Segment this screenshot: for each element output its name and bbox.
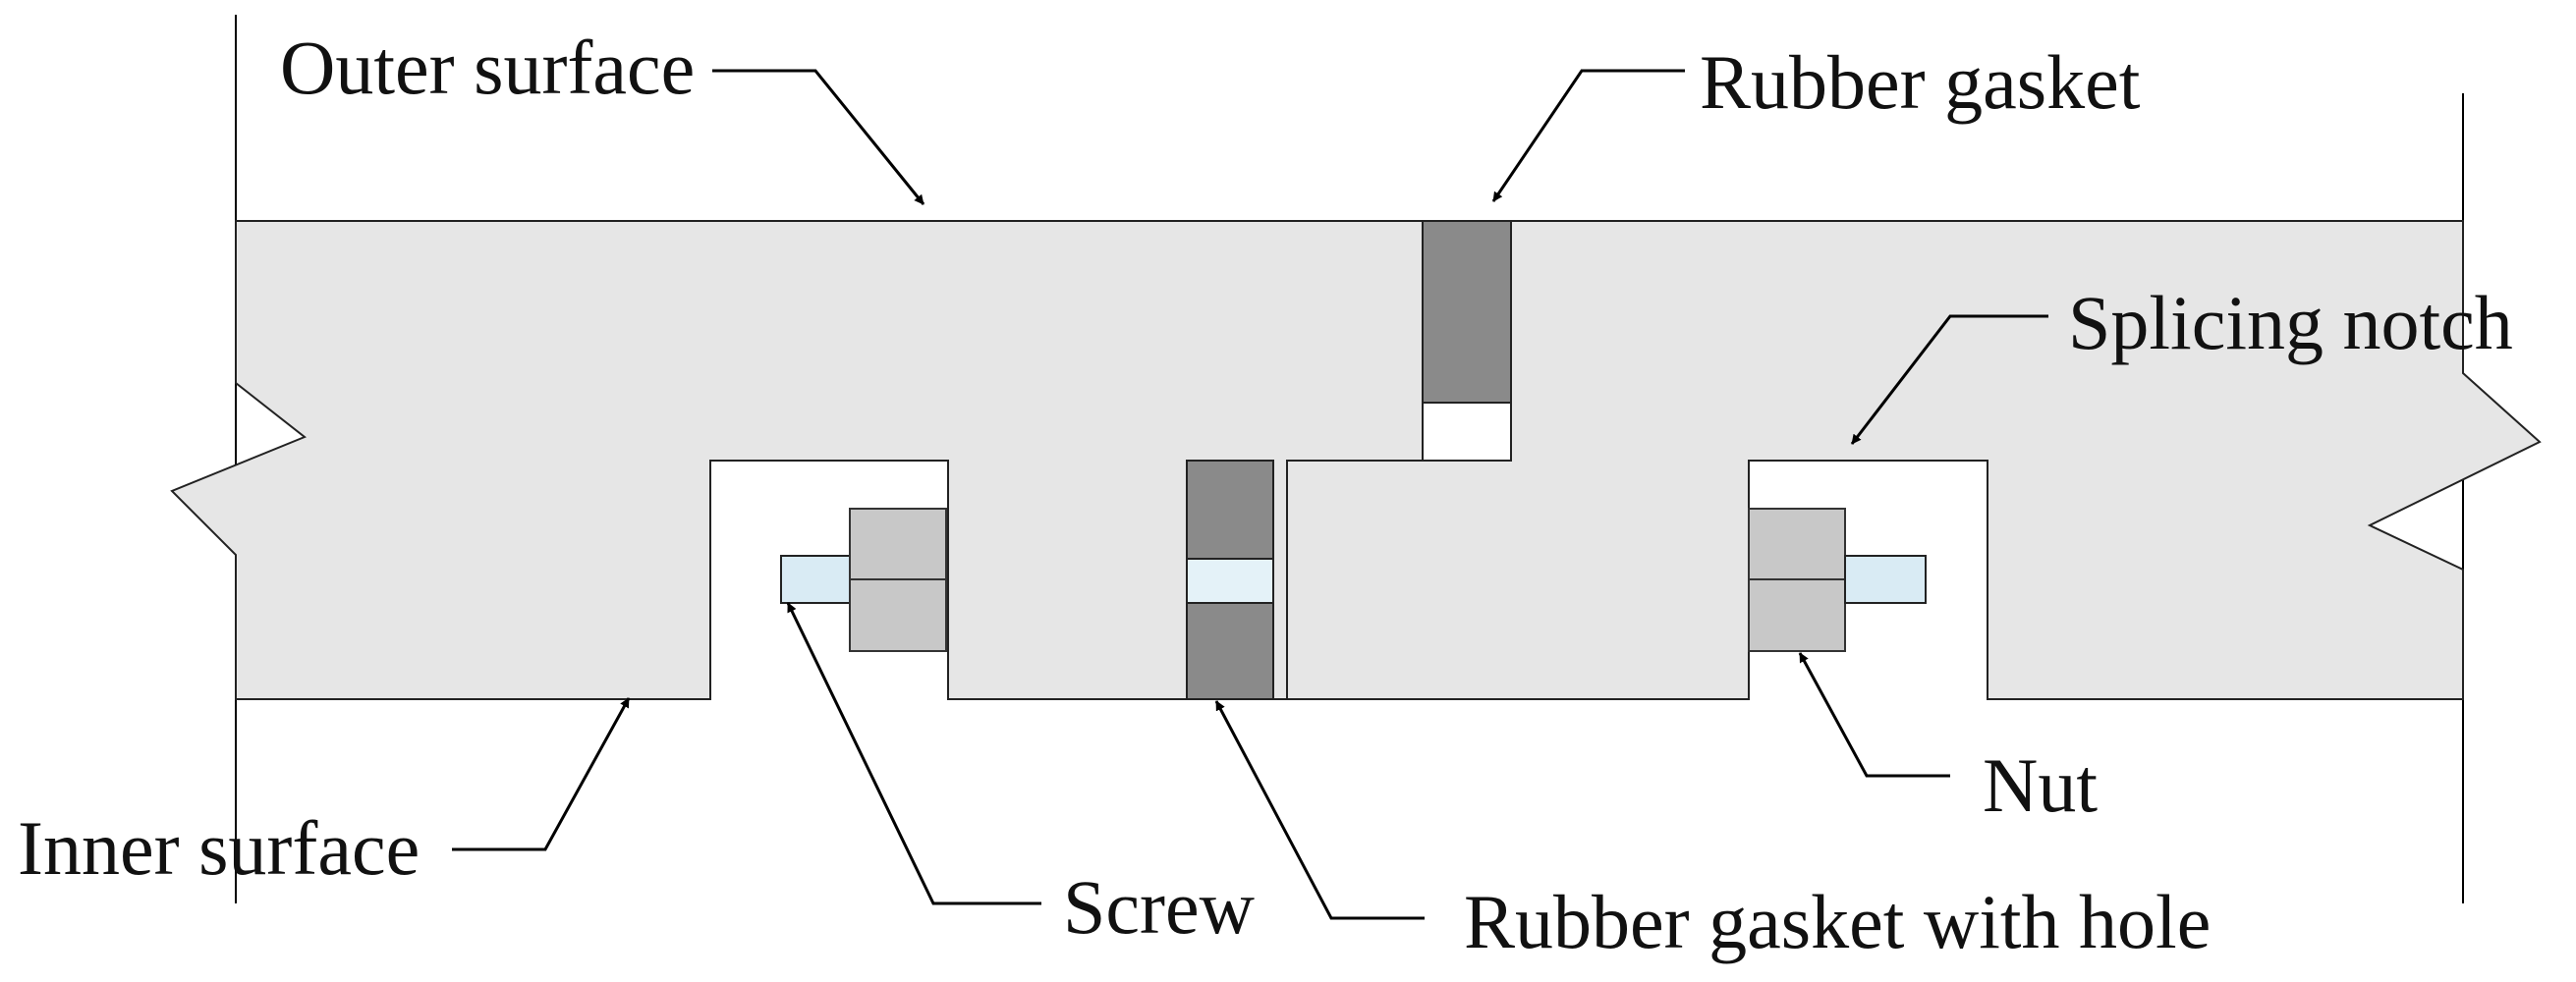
nut-leader <box>1798 652 1950 778</box>
label-rubber-gasket-with-hole: Rubber gasket with hole <box>1464 879 2211 964</box>
rubber-gasket-leader <box>1491 69 1685 202</box>
gasket-gap <box>1422 402 1512 462</box>
rubber-gasket-with-hole-bottom <box>1186 602 1274 700</box>
label-screw: Screw <box>1063 864 1255 950</box>
outer-surface-leader <box>712 69 925 205</box>
label-nut: Nut <box>1983 742 2098 828</box>
label-rubber-gasket: Rubber gasket <box>1700 39 2141 125</box>
rubber-gasket-with-hole-top <box>1186 460 1274 560</box>
gasket-hole <box>1186 558 1274 604</box>
rubber-gasket-with-hole-leader <box>1214 700 1425 920</box>
left-screw <box>780 555 851 604</box>
label-splicing-notch: Splicing notch <box>2068 280 2513 365</box>
right-segment <box>1286 220 2542 700</box>
inner-surface-leader <box>452 697 631 851</box>
rubber-gasket <box>1422 220 1512 404</box>
right-screw <box>1844 555 1927 604</box>
splicing-notch-leader <box>1850 314 2048 445</box>
label-outer-surface: Outer surface <box>280 25 695 110</box>
label-inner-surface: Inner surface <box>18 805 420 891</box>
screw-leader <box>786 602 1041 905</box>
